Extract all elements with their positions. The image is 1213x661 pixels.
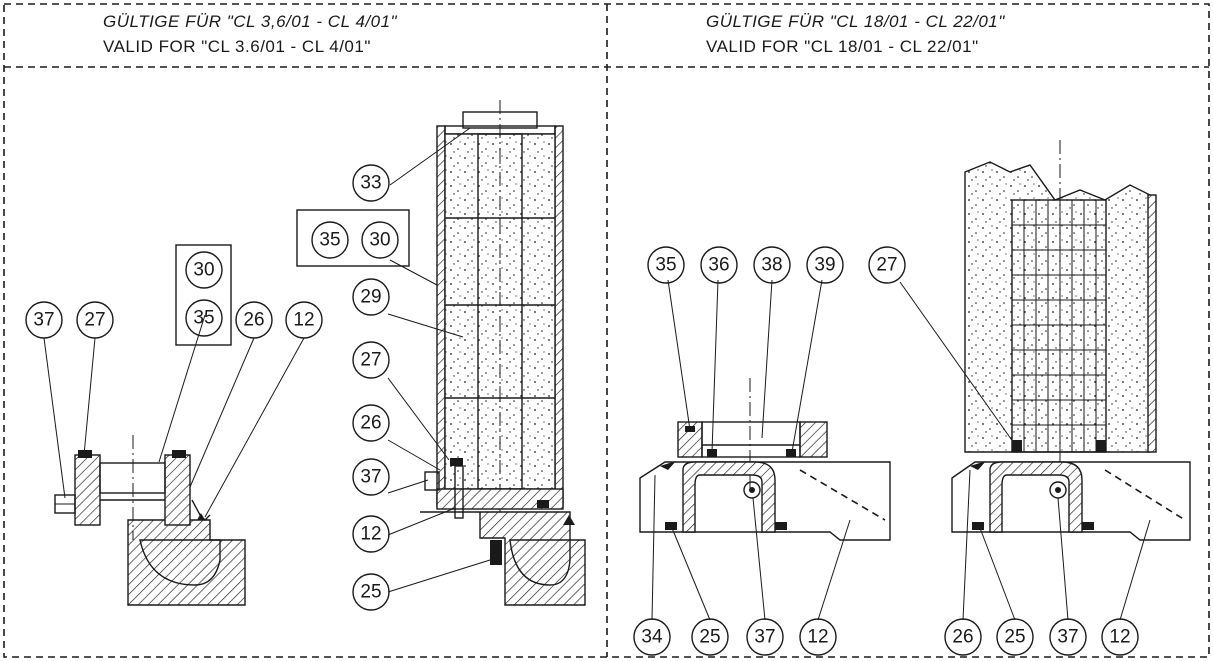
- callout-bubble: 37: [1049, 618, 1087, 656]
- callout-label: 27: [360, 350, 381, 371]
- callout-label: 38: [761, 255, 782, 276]
- callout-bubble: 34: [633, 618, 671, 656]
- column-assembly-drawing: [387, 100, 586, 606]
- callout-bubble: 30: [361, 221, 399, 259]
- callout-bubble: 25: [691, 618, 729, 656]
- header-left: GÜLTIGE FÜR "CL 3,6/01 - CL 4/01" VALID …: [103, 12, 398, 56]
- callout-bubble: 25: [996, 618, 1034, 656]
- callout-label: 29: [360, 287, 381, 308]
- callout-label: 37: [360, 467, 381, 488]
- callout-bubble: 26: [352, 404, 390, 442]
- callout-label: 35: [193, 308, 214, 329]
- right-ring-drawing: [639, 279, 891, 621]
- callout-label: 25: [699, 627, 720, 648]
- callout-label: 35: [319, 230, 340, 251]
- callout-label: 30: [369, 230, 390, 251]
- callout-label: 37: [1057, 627, 1078, 648]
- callout-bubble: 12: [285, 301, 323, 339]
- callout-bubble: 26: [235, 301, 273, 339]
- callout-label: 36: [708, 255, 729, 276]
- callout-label: 39: [814, 255, 835, 276]
- callout-label: 12: [360, 524, 381, 545]
- callout-label: 30: [193, 260, 214, 281]
- callout-bubble: 12: [352, 515, 390, 553]
- callout-label: 26: [952, 627, 973, 648]
- callout-label: 26: [243, 310, 264, 331]
- callout-bubble: 33: [352, 164, 390, 202]
- callout-label: 27: [876, 255, 897, 276]
- callout-bubble: 12: [1101, 618, 1139, 656]
- callout-bubble: 27: [76, 301, 114, 339]
- callout-bubble: 25: [352, 573, 390, 611]
- callout-bubble: 27: [352, 341, 390, 379]
- callout-bubble: 37: [25, 301, 63, 339]
- callout-bubble: 35: [311, 221, 349, 259]
- column-callouts: 33 35 30 29 27 26 37 12 25: [296, 164, 410, 611]
- header-right-de: GÜLTIGE FÜR "CL 18/01 - CL 22/01": [706, 12, 1005, 31]
- callout-label: 27: [84, 310, 105, 331]
- callout-label: 37: [33, 310, 54, 331]
- callout-label: 12: [807, 627, 828, 648]
- right-ring-callouts: 35 36 38 39 34 25 37 12: [633, 246, 844, 656]
- callout-label: 25: [360, 582, 381, 603]
- callout-bubble: 35: [647, 246, 685, 284]
- callout-label: 37: [754, 627, 775, 648]
- callout-label: 26: [360, 413, 381, 434]
- header-left-de: GÜLTIGE FÜR "CL 3,6/01 - CL 4/01": [103, 12, 398, 31]
- callout-bubble: 37: [352, 458, 390, 496]
- callout-label: 12: [293, 310, 314, 331]
- header-left-en: VALID FOR "CL 3.6/01 - CL 4/01": [103, 37, 371, 56]
- callout-bubble: 39: [806, 246, 844, 284]
- left-assembly-drawing: [43, 314, 305, 606]
- callout-bubble: 36: [700, 246, 738, 284]
- header-right-en: VALID FOR "CL 18/01 - CL 22/01": [706, 37, 979, 56]
- callout-bubble: 26: [944, 618, 982, 656]
- left-callouts: 37 27 30 35 26 12: [25, 244, 323, 346]
- right-column-callouts: 27 26 25 37 12: [868, 246, 1139, 656]
- callout-label: 35: [655, 255, 676, 276]
- callout-label: 34: [641, 627, 663, 648]
- callout-bubble: 35: [185, 299, 223, 337]
- callout-bubble: 27: [868, 246, 906, 284]
- callout-label: 12: [1109, 627, 1130, 648]
- header-right: GÜLTIGE FÜR "CL 18/01 - CL 22/01" VALID …: [706, 12, 1005, 56]
- callout-bubble: 29: [352, 278, 390, 316]
- right-column-drawing: [899, 140, 1191, 621]
- callout-bubble: 30: [185, 251, 223, 289]
- callout-bubble: 12: [799, 618, 837, 656]
- callout-label: 25: [1004, 627, 1025, 648]
- callout-label: 33: [360, 173, 381, 194]
- callout-bubble: 37: [746, 618, 784, 656]
- callout-bubble: 38: [753, 246, 791, 284]
- frame: [3, 3, 1210, 658]
